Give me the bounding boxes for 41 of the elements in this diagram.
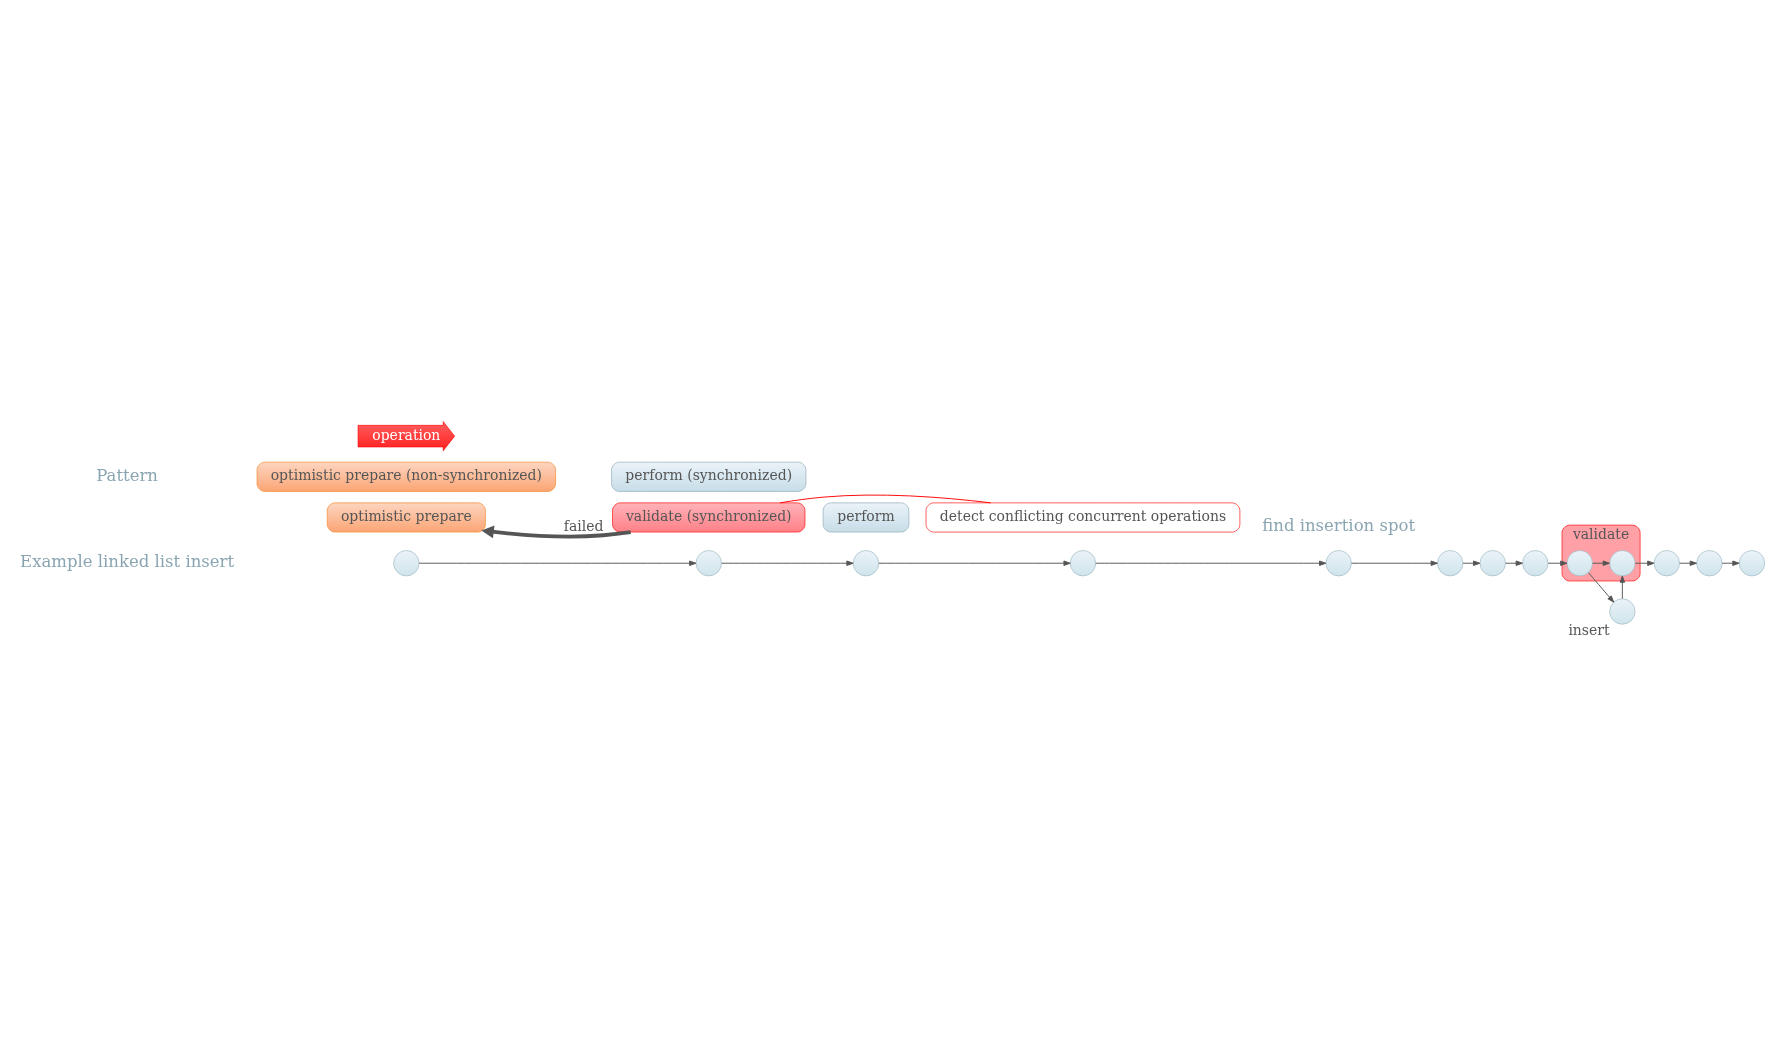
arrow — [877, 560, 1071, 566]
node-circle — [1738, 549, 1765, 576]
arrow — [1591, 560, 1610, 566]
node-circle — [1479, 549, 1506, 576]
label: find insertion spot — [1261, 515, 1415, 535]
arrow — [1587, 571, 1614, 603]
label: Example linked list insert — [19, 551, 234, 571]
arrow — [1094, 560, 1326, 566]
node-circle — [1695, 549, 1722, 576]
arrow — [1721, 560, 1740, 566]
node-circle — [392, 549, 419, 576]
arrow — [1619, 575, 1625, 599]
label: Pattern — [95, 465, 158, 485]
node-box: validate (synchronized) — [611, 502, 805, 532]
node-circle — [1608, 597, 1635, 625]
node-box: perform — [822, 502, 909, 532]
node-circle — [1521, 549, 1548, 576]
arrow — [1678, 560, 1697, 566]
node-circle — [1325, 549, 1352, 576]
node-circle — [695, 549, 722, 576]
arrow — [480, 524, 631, 538]
arrow — [1462, 560, 1480, 566]
node-box: perform (synchronized) — [610, 461, 806, 492]
arrow — [1504, 560, 1523, 566]
node-circle — [1608, 549, 1635, 576]
arrow — [418, 560, 696, 566]
arrow — [1350, 560, 1438, 566]
node-circle — [852, 549, 879, 576]
node-circle — [1436, 549, 1463, 576]
connector — [779, 494, 991, 503]
node-label: insert — [1567, 621, 1610, 638]
node-box: optimistic prepare (non-synchronized) — [256, 461, 556, 492]
arrow — [1634, 560, 1654, 566]
node-box: detect conflicting concurrent operations — [925, 502, 1240, 532]
arrow — [1547, 560, 1567, 566]
arrow — [720, 560, 854, 566]
node-circle — [1069, 549, 1096, 576]
node-circle — [1653, 549, 1680, 576]
node-circle — [1566, 549, 1593, 576]
node-box: optimistic prepare — [326, 502, 486, 532]
edge-label: failed — [563, 517, 603, 534]
